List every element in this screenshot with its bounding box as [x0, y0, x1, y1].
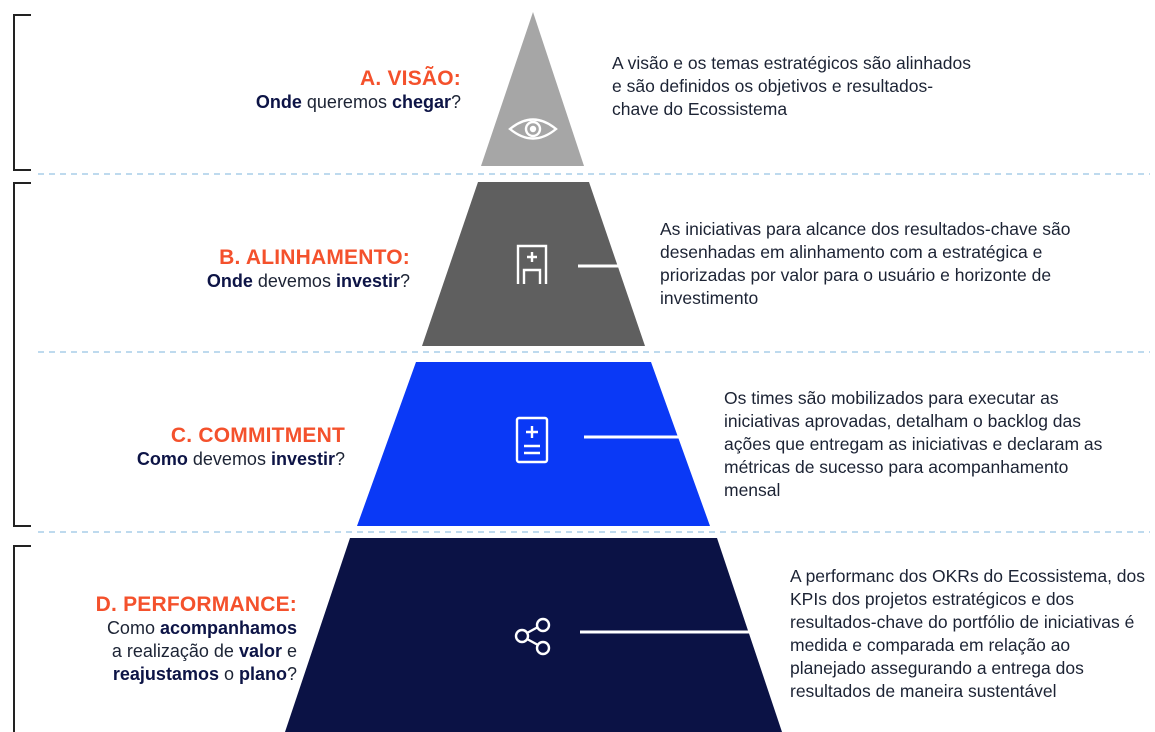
level-performance-title: D. PERFORMANCE:: [95, 593, 297, 616]
q-text: queremos: [301, 92, 392, 112]
eye-icon: [508, 118, 558, 140]
level-alinhamento-question: Onde devemos investir?: [207, 270, 410, 293]
q-text: o: [218, 664, 239, 684]
q-text: ?: [399, 271, 410, 291]
level-visao-question: Onde queremos chegar?: [256, 91, 461, 114]
q-bold: investir: [335, 271, 400, 291]
q-text: devemos: [252, 271, 336, 291]
bracket-visao: [13, 14, 31, 171]
level-performance-q-line3: reajustamos o plano?: [96, 663, 297, 686]
q-bold: Como: [136, 449, 188, 469]
level-performance-q-line2: a realização de valor e: [96, 640, 297, 663]
q-bold: reajustamos: [112, 664, 219, 684]
q-text: e: [281, 641, 297, 661]
level-alinhamento-title: B. ALINHAMENTO:: [219, 246, 410, 269]
level-commitment-description: Os times são mobilizados para executar a…: [724, 388, 1103, 500]
level-visao-label: A. VISÃO: Onde queremos chegar?: [256, 66, 461, 114]
q-text: devemos: [187, 449, 271, 469]
tier-performance: [285, 538, 782, 732]
q-bold: plano: [238, 664, 287, 684]
share-icon: [514, 617, 551, 656]
level-alinhamento-description: As iniciativas para alcance dos resultad…: [660, 219, 1071, 308]
tier-alinhamento: [422, 182, 645, 346]
level-commitment-title: C. COMMITMENT: [170, 424, 345, 447]
q-text: Como: [106, 618, 160, 638]
q-bold: chegar: [391, 92, 451, 112]
level-commitment-question: Como devemos investir?: [137, 448, 345, 471]
bracket-performance: [13, 545, 31, 732]
q-text: ?: [334, 449, 345, 469]
q-text: ?: [450, 92, 461, 112]
level-alinhamento-label: B. ALINHAMENTO: Onde devemos investir?: [207, 245, 410, 293]
bracket-alinhamento-commitment: [13, 182, 31, 527]
level-visao-title: A. VISÃO:: [360, 67, 461, 90]
level-performance-description: A performanc dos OKRs do Ecossistema, do…: [790, 566, 1146, 701]
q-text: ?: [286, 664, 297, 684]
level-performance-label: D. PERFORMANCE: Como acompanhamos a real…: [96, 592, 297, 686]
level-performance-q-line1: Como acompanhamos: [96, 617, 297, 640]
q-bold: investir: [270, 449, 335, 469]
q-text: a realização de: [111, 641, 239, 661]
hospital-icon: [516, 244, 548, 284]
q-bold: Onde: [255, 92, 302, 112]
document-plus-icon: [515, 416, 549, 464]
tier-commitment: [357, 362, 710, 526]
tier-visao: [481, 12, 584, 166]
level-visao-description: A visão e os temas estratégicos são alin…: [612, 53, 971, 119]
q-bold: acompanhamos: [159, 618, 297, 638]
level-commitment-label: C. COMMITMENT Como devemos investir?: [137, 423, 345, 471]
q-bold: Onde: [206, 271, 253, 291]
q-bold: valor: [238, 641, 282, 661]
